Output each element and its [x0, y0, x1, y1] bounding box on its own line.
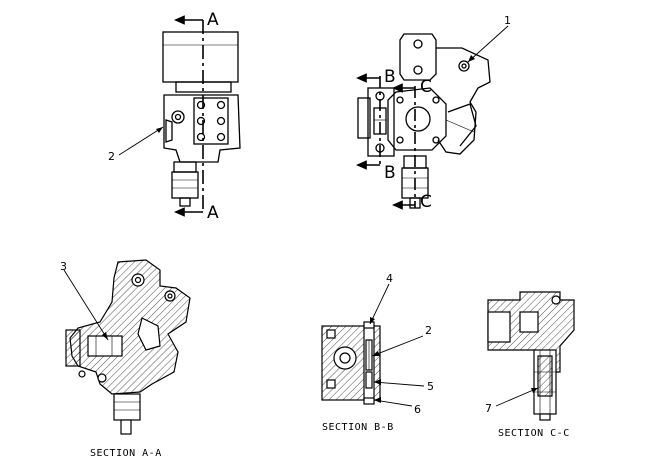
section-arrow-a-top: [174, 15, 203, 25]
leader-line: [369, 283, 390, 325]
section-label-b-top: B: [384, 67, 396, 87]
leader-arrowhead: [531, 388, 538, 393]
leader-arrowhead: [374, 397, 381, 403]
callout-6: 6: [414, 403, 421, 416]
section-a-a-view: [65, 259, 191, 435]
section-c-c-view: [487, 291, 575, 421]
leader-line: [63, 269, 109, 341]
section-arrow-a-bottom: [174, 207, 203, 217]
leader-line: [467, 25, 509, 63]
section-arrow-b-top: [356, 73, 380, 83]
section-b-b-view: [321, 321, 381, 405]
section-arrow-c-bottom: [392, 200, 415, 210]
callout-7: 7: [485, 402, 492, 415]
section-label-a-top: A: [207, 10, 219, 30]
section-label-c-bottom: C: [420, 192, 432, 212]
callout-5: 5: [427, 380, 434, 393]
callout-2-section-b: 2: [425, 324, 432, 337]
side-view-a: [162, 31, 241, 207]
caption-section-c-c: SECTION C-C: [498, 428, 570, 439]
leader-arrowhead: [468, 55, 475, 62]
section-label-b-bottom: B: [384, 163, 396, 183]
leader-line: [495, 387, 539, 407]
leader-arrowhead: [102, 332, 108, 340]
section-label-c-top: C: [420, 77, 432, 97]
section-label-a-bottom: A: [207, 203, 219, 223]
callout-1: 1: [504, 14, 511, 27]
leader-arrowhead: [370, 317, 375, 324]
caption-section-a-a: SECTION A-A: [90, 448, 162, 459]
leader-line: [118, 126, 164, 156]
front-view-bc: [357, 33, 491, 209]
leader-arrowhead: [372, 351, 380, 356]
leader-arrowhead: [156, 127, 163, 133]
leader-line: [373, 381, 425, 387]
callout-4: 4: [386, 272, 393, 285]
leader-arrowhead: [374, 379, 381, 385]
callout-2-side-view: 2: [108, 150, 115, 163]
section-arrow-c-top: [392, 83, 415, 93]
leader-line: [371, 335, 424, 357]
callout-3: 3: [60, 260, 67, 273]
section-arrow-b-bottom: [356, 160, 380, 170]
caption-section-b-b: SECTION B-B: [322, 422, 394, 433]
